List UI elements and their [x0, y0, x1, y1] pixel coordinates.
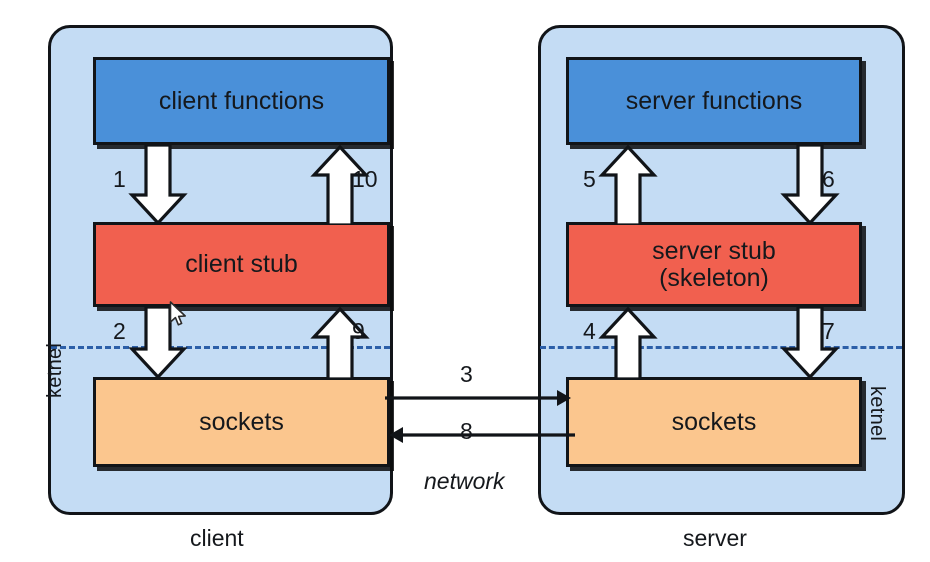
- step-number-4: 4: [583, 318, 596, 344]
- client-functions-label: client functions: [158, 86, 325, 115]
- server-kernel-label: ketnel: [866, 386, 888, 442]
- arrow-step-10: [310, 145, 370, 225]
- step-number-5: 5: [583, 166, 596, 192]
- step-number-2: 2: [113, 318, 126, 344]
- client-sockets-box[interactable]: sockets: [93, 377, 390, 467]
- arrow-step-1: [128, 145, 188, 225]
- network-request-step-number: 3: [460, 361, 473, 387]
- server-stub-label-line1: server stub: [652, 236, 776, 265]
- server-functions-box[interactable]: server functions: [566, 57, 862, 145]
- step-number-10: 10: [352, 166, 378, 192]
- step-number-1: 1: [113, 166, 126, 192]
- network-request-arrow: [385, 385, 575, 416]
- server-stub-box[interactable]: server stub (skeleton): [566, 222, 862, 307]
- client-caption: client: [190, 525, 244, 551]
- server-sockets-label: sockets: [671, 407, 757, 436]
- step-number-9: 9: [352, 318, 365, 344]
- network-label: network: [424, 468, 505, 494]
- network-reply-arrow: [385, 422, 575, 453]
- step-number-7: 7: [822, 318, 835, 344]
- mouse-cursor-icon: [169, 301, 189, 334]
- client-stub-box[interactable]: client stub: [93, 222, 390, 307]
- client-sockets-label: sockets: [199, 407, 284, 436]
- server-stub-label-line2: (skeleton): [659, 263, 769, 292]
- server-kernel-boundary-line: [540, 346, 902, 349]
- step-number-6: 6: [822, 166, 835, 192]
- client-stub-label: client stub: [185, 250, 298, 278]
- arrow-step-9: [310, 307, 370, 379]
- client-kernel-label: ketnel: [44, 342, 66, 398]
- network-reply-step-number: 8: [460, 418, 473, 444]
- arrow-step-6: [780, 145, 840, 225]
- server-functions-label: server functions: [625, 86, 803, 115]
- client-kernel-boundary-line: [51, 346, 390, 349]
- arrow-step-7: [780, 307, 840, 379]
- arrow-step-4: [598, 307, 658, 379]
- server-sockets-box[interactable]: sockets: [566, 377, 862, 467]
- server-caption: server: [683, 525, 747, 551]
- client-functions-box[interactable]: client functions: [93, 57, 390, 145]
- arrow-step-5: [598, 145, 658, 225]
